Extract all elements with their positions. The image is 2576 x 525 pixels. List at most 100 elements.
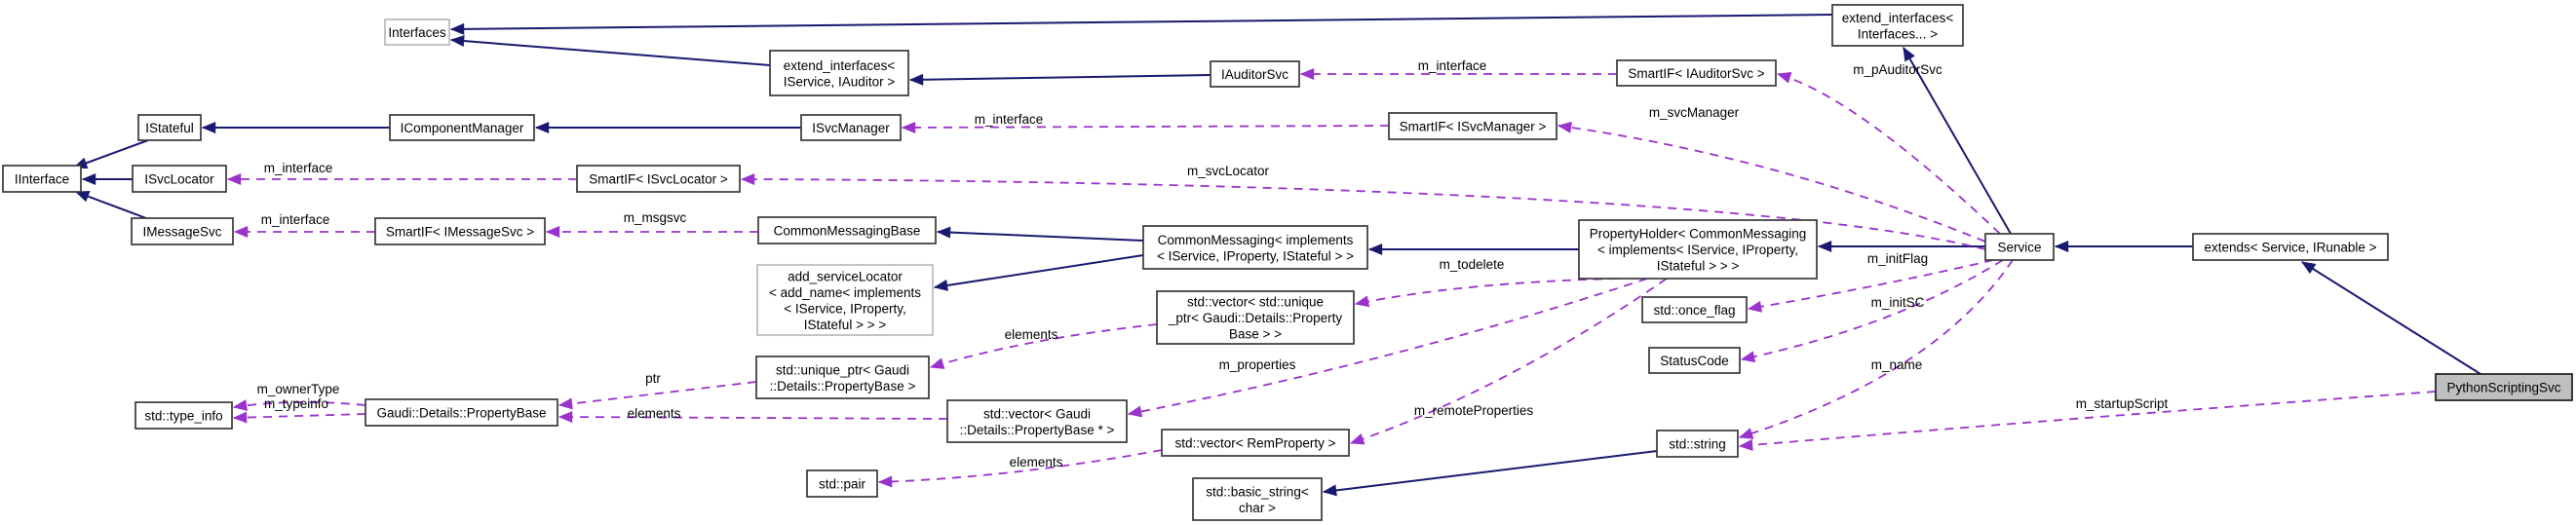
node-box-istateful[interactable]	[137, 114, 202, 141]
node-box-gaudi-details-propertybase[interactable]	[365, 398, 558, 427]
node-add-servicelocator[interactable]: add_serviceLocator< add_name< implements…	[756, 264, 934, 336]
node-box-propertyholder[interactable]	[1578, 219, 1818, 280]
usage-edge-vector-propertybase-ptr-to-gaudi-details-propertybase	[557, 411, 948, 424]
node-smartif-imessagesvc[interactable]: SmartIF< IMessageSvc >	[374, 217, 546, 245]
node-std-pair[interactable]: std::pair	[806, 469, 878, 498]
node-smartif-isvcmanager[interactable]: SmartIF< ISvcManager >	[1388, 112, 1557, 140]
node-pythonscriptingsvc[interactable]: PythonScriptingSvc	[2435, 373, 2573, 401]
inheritance-edge-commonmessaging-to-commonmessagingbase	[936, 226, 1144, 242]
inheritance-edge-istateful-to-iinterface	[72, 139, 149, 169]
node-std-string[interactable]: std::string	[1656, 430, 1739, 458]
node-label-extends-service-irunable: extends< Service, IRunable >	[2204, 241, 2376, 255]
usage-edge-service-to-smartif-isvclocator	[740, 173, 1986, 250]
edge-label-m_remoteProperties: m_remoteProperties	[1414, 403, 1534, 418]
node-box-type-info[interactable]	[135, 401, 233, 430]
node-box-commonmessaging[interactable]	[1142, 225, 1368, 270]
node-isvclocator[interactable]: ISvcLocator	[132, 165, 227, 193]
edges-layer	[72, 14, 2481, 497]
usage-edge-uniqueptr-propertybase-to-gaudi-details-propertybase	[557, 381, 757, 410]
node-box-vector-propertybase-ptr[interactable]	[946, 399, 1128, 443]
node-label-iinterface: IInterface	[15, 172, 69, 187]
node-box-iauditorsvc[interactable]	[1210, 60, 1300, 88]
node-icomponentmanager[interactable]: IComponentManager	[389, 114, 535, 141]
node-box-extend-interfaces-interfaces[interactable]	[1831, 4, 1964, 47]
usage-edge-vector-remproperty-to-std-pair	[877, 449, 1163, 488]
node-box-icomponentmanager[interactable]	[389, 114, 535, 141]
node-once-flag[interactable]: std::once_flag	[1641, 296, 1748, 323]
node-extend-interfaces-interfaces[interactable]: extend_interfaces<Interfaces... >	[1831, 4, 1964, 47]
edge-label-m_initFlag: m_initFlag	[1867, 251, 1928, 266]
edge-label-m_interface: m_interface	[975, 112, 1044, 127]
node-box-vector-uniqueptr-propertybase[interactable]	[1156, 290, 1355, 345]
node-gaudi-details-propertybase[interactable]: Gaudi::Details::PropertyBase	[365, 398, 558, 427]
node-label-imessagesvc: IMessageSvc	[142, 225, 221, 240]
edge-label-m_svcManager: m_svcManager	[1649, 105, 1740, 120]
node-label-std-string: std::string	[1669, 437, 1726, 452]
usage-edge-propertyholder-to-vector-propertybase-ptr	[1127, 278, 1648, 418]
node-box-extends-service-irunable[interactable]	[2192, 233, 2389, 261]
node-smartif-iauditorsvc[interactable]: SmartIF< IAuditorSvc >	[1616, 59, 1777, 87]
node-label-std-pair: std::pair	[819, 477, 866, 492]
edge-label-m_todelete: m_todelete	[1440, 257, 1505, 272]
node-box-iinterface[interactable]	[2, 165, 82, 193]
node-box-smartif-iauditorsvc[interactable]	[1616, 59, 1777, 87]
node-commonmessagingbase[interactable]: CommonMessagingBase	[757, 216, 937, 244]
edge-label-m_startupScript: m_startupScript	[2076, 396, 2169, 411]
node-box-smartif-isvclocator[interactable]	[576, 165, 741, 193]
node-vector-propertybase-ptr[interactable]: std::vector< Gaudi::Details::PropertyBas…	[946, 399, 1128, 443]
node-box-imessagesvc[interactable]	[131, 217, 234, 245]
node-box-service[interactable]	[1984, 233, 2055, 261]
node-box-isvclocator[interactable]	[132, 165, 227, 193]
node-extends-service-irunable[interactable]: extends< Service, IRunable >	[2192, 233, 2389, 261]
edge-label-ptr: ptr	[645, 371, 661, 386]
node-label-interfaces: Interfaces	[388, 25, 446, 40]
node-std-basic-string-char[interactable]: std::basic_string<char >	[1192, 477, 1323, 521]
node-extend-interfaces-iservice-iauditor[interactable]: extend_interfaces<IService, IAuditor >	[769, 50, 909, 96]
node-label-isvclocator: ISvcLocator	[144, 172, 214, 187]
node-type-info[interactable]: std::type_info	[135, 401, 233, 430]
node-imessagesvc[interactable]: IMessageSvc	[131, 217, 234, 245]
node-isvcmanager[interactable]: ISvcManager	[800, 114, 902, 141]
inheritance-edge-extend-interfaces-interfaces-to-interfaces	[449, 14, 1833, 35]
node-commonmessaging[interactable]: CommonMessaging< implements< IService, I…	[1142, 225, 1368, 270]
node-box-vector-remproperty[interactable]	[1161, 429, 1350, 457]
node-interfaces[interactable]: Interfaces	[384, 19, 450, 46]
usage-edge-service-to-smartif-isvcmanager	[1557, 121, 1986, 243]
node-statuscode[interactable]: StatusCode	[1648, 347, 1741, 374]
node-box-pythonscriptingsvc[interactable]	[2435, 373, 2573, 401]
node-label-add-servicelocator: add_serviceLocator< add_name< implements…	[769, 269, 921, 332]
node-box-uniqueptr-propertybase[interactable]	[755, 356, 930, 399]
inheritance-edge-iauditorsvc-to-extend-interfaces-iservice-iauditor	[908, 73, 1211, 86]
node-label-icomponentmanager: IComponentManager	[401, 121, 524, 135]
node-box-extend-interfaces-iservice-iauditor[interactable]	[769, 50, 909, 96]
node-iinterface[interactable]: IInterface	[2, 165, 82, 193]
usage-edge-gaudi-details-propertybase-to-type-info	[232, 411, 366, 424]
node-istateful[interactable]: IStateful	[137, 114, 202, 141]
node-iauditorsvc[interactable]: IAuditorSvc	[1210, 60, 1300, 88]
node-box-once-flag[interactable]	[1641, 296, 1748, 323]
node-box-std-basic-string-char[interactable]	[1192, 477, 1323, 521]
node-label-vector-uniqueptr-propertybase: std::vector< std::unique_ptr< Gaudi::Det…	[1168, 295, 1342, 342]
edge-label-m_interface: m_interface	[1418, 58, 1487, 73]
node-box-commonmessagingbase[interactable]	[757, 216, 937, 244]
node-box-smartif-imessagesvc[interactable]	[374, 217, 546, 245]
node-propertyholder[interactable]: PropertyHolder< CommonMessaging< impleme…	[1578, 219, 1818, 280]
node-box-statuscode[interactable]	[1648, 347, 1741, 374]
node-vector-uniqueptr-propertybase[interactable]: std::vector< std::unique_ptr< Gaudi::Det…	[1156, 290, 1355, 345]
node-box-add-servicelocator[interactable]	[756, 264, 934, 336]
node-vector-remproperty[interactable]: std::vector< RemProperty >	[1161, 429, 1350, 457]
node-box-smartif-isvcmanager[interactable]	[1388, 112, 1557, 140]
node-box-std-string[interactable]	[1656, 430, 1739, 458]
node-uniqueptr-propertybase[interactable]: std::unique_ptr< Gaudi::Details::Propert…	[755, 356, 930, 399]
node-service[interactable]: Service	[1984, 233, 2055, 261]
node-box-interfaces[interactable]	[384, 19, 450, 46]
inheritance-edge-extend-interfaces-iservice-iauditor-to-interfaces	[449, 35, 771, 66]
node-box-isvcmanager[interactable]	[800, 114, 902, 141]
node-label-isvcmanager: ISvcManager	[812, 121, 890, 135]
node-label-smartif-isvcmanager: SmartIF< ISvcManager >	[1400, 120, 1547, 134]
usage-edge-service-to-smartif-iauditorsvc	[1776, 72, 2001, 235]
node-smartif-isvclocator[interactable]: SmartIF< ISvcLocator >	[576, 165, 741, 193]
node-box-std-pair[interactable]	[806, 469, 878, 498]
